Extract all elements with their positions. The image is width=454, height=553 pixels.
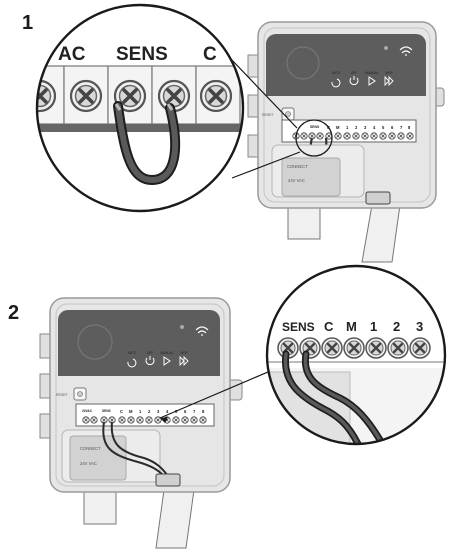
reset-label: RESET	[262, 113, 275, 117]
zoom-label-sens: SENS	[282, 320, 315, 334]
board-label-2: 2	[355, 125, 358, 130]
status-label-auto: AUTO	[332, 71, 341, 75]
power-icon	[349, 76, 359, 86]
controller-2: AUTO OFF MANUAL SKIP RESET 24VAC SENS C …	[39, 297, 243, 549]
auto-icon	[331, 78, 341, 88]
zoom-bubble-2: SENS C M 1 2 3	[265, 264, 447, 446]
status-label-auto: AUTO	[128, 351, 137, 355]
sensor-wire	[102, 421, 165, 477]
zoom-bubble-1: AC SENS C	[35, 3, 245, 213]
board-label-3: 3	[157, 409, 160, 414]
board-label-4: 4	[166, 409, 169, 414]
board-label-1: 1	[139, 409, 142, 414]
zoom-connector-line	[229, 57, 298, 129]
conduit	[155, 489, 195, 549]
board-label-8: 8	[202, 409, 205, 414]
mount-leg	[287, 204, 321, 240]
zoom-label-sens: SENS	[116, 44, 168, 65]
status-label-manual: MANUAL	[160, 351, 174, 355]
step-number-1: 1	[22, 12, 34, 34]
play-icon	[368, 76, 376, 86]
board-label-7: 7	[400, 125, 403, 130]
voltage-label: 24V VAC	[288, 178, 305, 183]
zoom-label-1: 1	[370, 319, 377, 334]
conduit	[361, 204, 401, 263]
controller-1: AUTO OFF MANUAL SKIP RESET SENS C M 1 2 …	[247, 21, 445, 263]
power-icon	[145, 356, 155, 366]
board-label-3: 3	[364, 125, 367, 130]
arrow-icon	[160, 417, 168, 423]
reset-label: RESET	[56, 393, 69, 397]
cable-clamp	[365, 191, 391, 205]
status-label-skip: SKIP	[180, 351, 187, 355]
status-label-manual: MANUAL	[365, 71, 379, 75]
connect-label: CONNECT	[287, 164, 308, 169]
board-label-m: M	[336, 125, 340, 130]
board-label-7: 7	[193, 409, 196, 414]
board-label-1: 1	[346, 125, 349, 130]
wifi-icon	[195, 326, 209, 334]
status-label-skip: SKIP	[385, 71, 392, 75]
transformer-block	[69, 435, 127, 481]
wifi-icon	[399, 46, 413, 54]
skip-icon	[179, 355, 189, 367]
board-label-24vac: 24VAC	[82, 409, 93, 413]
board-label-4: 4	[373, 125, 376, 130]
sensor-wire	[110, 421, 169, 477]
transformer-block	[281, 157, 341, 197]
auto-icon	[127, 358, 137, 368]
led-indicator	[384, 46, 388, 50]
board-label-sens: SENS	[310, 125, 320, 129]
voltage-label: 24V VAC	[80, 461, 97, 466]
mount-leg	[83, 489, 117, 525]
dial-ring	[286, 46, 320, 80]
pointer-line	[159, 365, 283, 419]
board-label-m: M	[129, 409, 133, 414]
zoom-label-m: M	[346, 319, 357, 334]
led-indicator	[180, 325, 184, 329]
sensor-housing	[269, 371, 351, 444]
zoom-label-c: C	[203, 44, 217, 65]
zoom-source-circle	[295, 119, 333, 157]
skip-icon	[384, 75, 394, 87]
dial-ring	[77, 324, 113, 360]
zoom-connector-line	[231, 151, 301, 179]
board-label-6: 6	[184, 409, 187, 414]
zoom-label-c: C	[324, 319, 334, 334]
cable-clamp	[155, 473, 181, 487]
board-label-2: 2	[148, 409, 151, 414]
status-label-off: OFF	[147, 351, 153, 355]
play-icon	[163, 356, 171, 366]
board-label-5: 5	[382, 125, 385, 130]
front-panel	[266, 34, 426, 96]
board-label-8: 8	[408, 125, 411, 130]
zoom-label-2: 2	[393, 319, 400, 334]
board-label-6: 6	[391, 125, 394, 130]
board-label-sens: SENS	[102, 409, 111, 413]
status-label-off: OFF	[351, 71, 357, 75]
board-label-c: C	[120, 409, 123, 414]
connect-label: CONNECT	[80, 446, 101, 451]
front-panel	[58, 310, 220, 376]
step-number-2: 2	[8, 302, 20, 324]
zoom-label-ac: AC	[58, 44, 86, 65]
zoom-label-3: 3	[416, 319, 423, 334]
